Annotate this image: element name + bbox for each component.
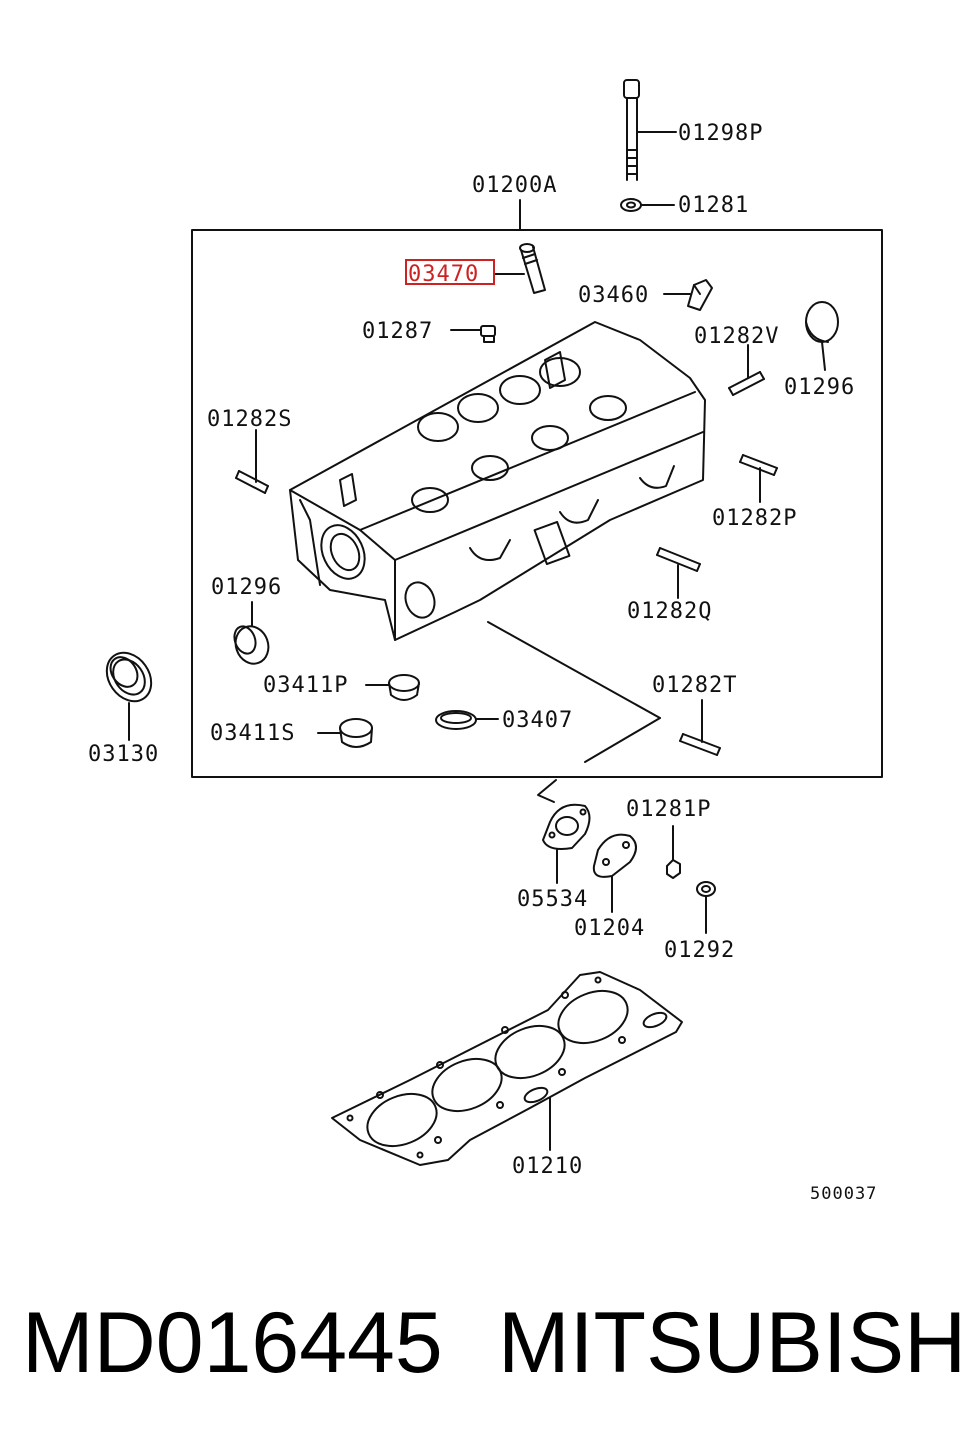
nut-01281P bbox=[666, 859, 681, 879]
stud-01282V bbox=[728, 371, 765, 396]
label-01287: 01287 bbox=[362, 319, 433, 344]
label-03411P: 03411P bbox=[263, 673, 348, 698]
plug-01287 bbox=[480, 325, 496, 343]
label-05534: 05534 bbox=[517, 887, 588, 912]
label-01282V: 01282V bbox=[694, 324, 779, 349]
label-01292: 01292 bbox=[664, 938, 735, 963]
head-bolt-01298P bbox=[623, 79, 640, 181]
label-01282S: 01282S bbox=[207, 407, 292, 432]
breakout-line-3 bbox=[537, 779, 557, 803]
label-01200A: 01200A bbox=[472, 173, 557, 198]
label-01281: 01281 bbox=[678, 193, 749, 218]
breakout-line-2 bbox=[584, 717, 661, 763]
label-01282P: 01282P bbox=[712, 506, 797, 531]
brand-caption: MITSUBISHI bbox=[498, 1295, 960, 1391]
cap-01296-left bbox=[233, 625, 270, 665]
diagram-code: 500037 bbox=[810, 1184, 877, 1204]
label-01282T: 01282T bbox=[652, 673, 737, 698]
stud-01282Q bbox=[656, 547, 701, 572]
ring-03407 bbox=[435, 710, 477, 730]
part-number-caption: MD016445 bbox=[22, 1295, 443, 1391]
leader-01296-top bbox=[821, 341, 826, 371]
label-01210: 01210 bbox=[512, 1154, 583, 1179]
label-01296-top: 01296 bbox=[784, 375, 855, 400]
head-gasket-01210 bbox=[331, 971, 683, 1166]
label-01298P: 01298P bbox=[678, 121, 763, 146]
label-03130: 03130 bbox=[88, 742, 159, 767]
stud-01282T bbox=[679, 733, 721, 756]
label-01204: 01204 bbox=[574, 916, 645, 941]
label-01282Q: 01282Q bbox=[627, 599, 712, 624]
label-03407: 03407 bbox=[502, 708, 573, 733]
washer-01292 bbox=[696, 881, 716, 897]
valve-seat-03411S bbox=[339, 718, 373, 748]
cover-01204 bbox=[592, 833, 637, 878]
label-03470: 03470 bbox=[408, 262, 479, 287]
exploded-view-svg: 01298P 01200A 01281 03470 03460 01287 01… bbox=[88, 79, 883, 1204]
label-01296-left: 01296 bbox=[211, 575, 282, 600]
assembly-frame bbox=[191, 229, 883, 778]
label-03460: 03460 bbox=[578, 283, 649, 308]
stud-01282P bbox=[739, 454, 778, 476]
valve-guide-03470 bbox=[519, 243, 546, 294]
valve-seat-03411P bbox=[388, 674, 420, 701]
cylinder-head-body bbox=[289, 321, 706, 641]
highlight-box-03470 bbox=[405, 259, 495, 285]
label-01281P: 01281P bbox=[626, 797, 711, 822]
gasket-05534 bbox=[542, 803, 591, 850]
washer-01281 bbox=[620, 198, 642, 212]
stud-01282S bbox=[235, 470, 269, 494]
valve-guide-03460 bbox=[687, 279, 713, 311]
oil-seal-03130 bbox=[105, 651, 153, 703]
breakout-line-1 bbox=[487, 621, 661, 719]
label-03411S: 03411S bbox=[210, 721, 295, 746]
cap-01296-top bbox=[805, 301, 839, 343]
